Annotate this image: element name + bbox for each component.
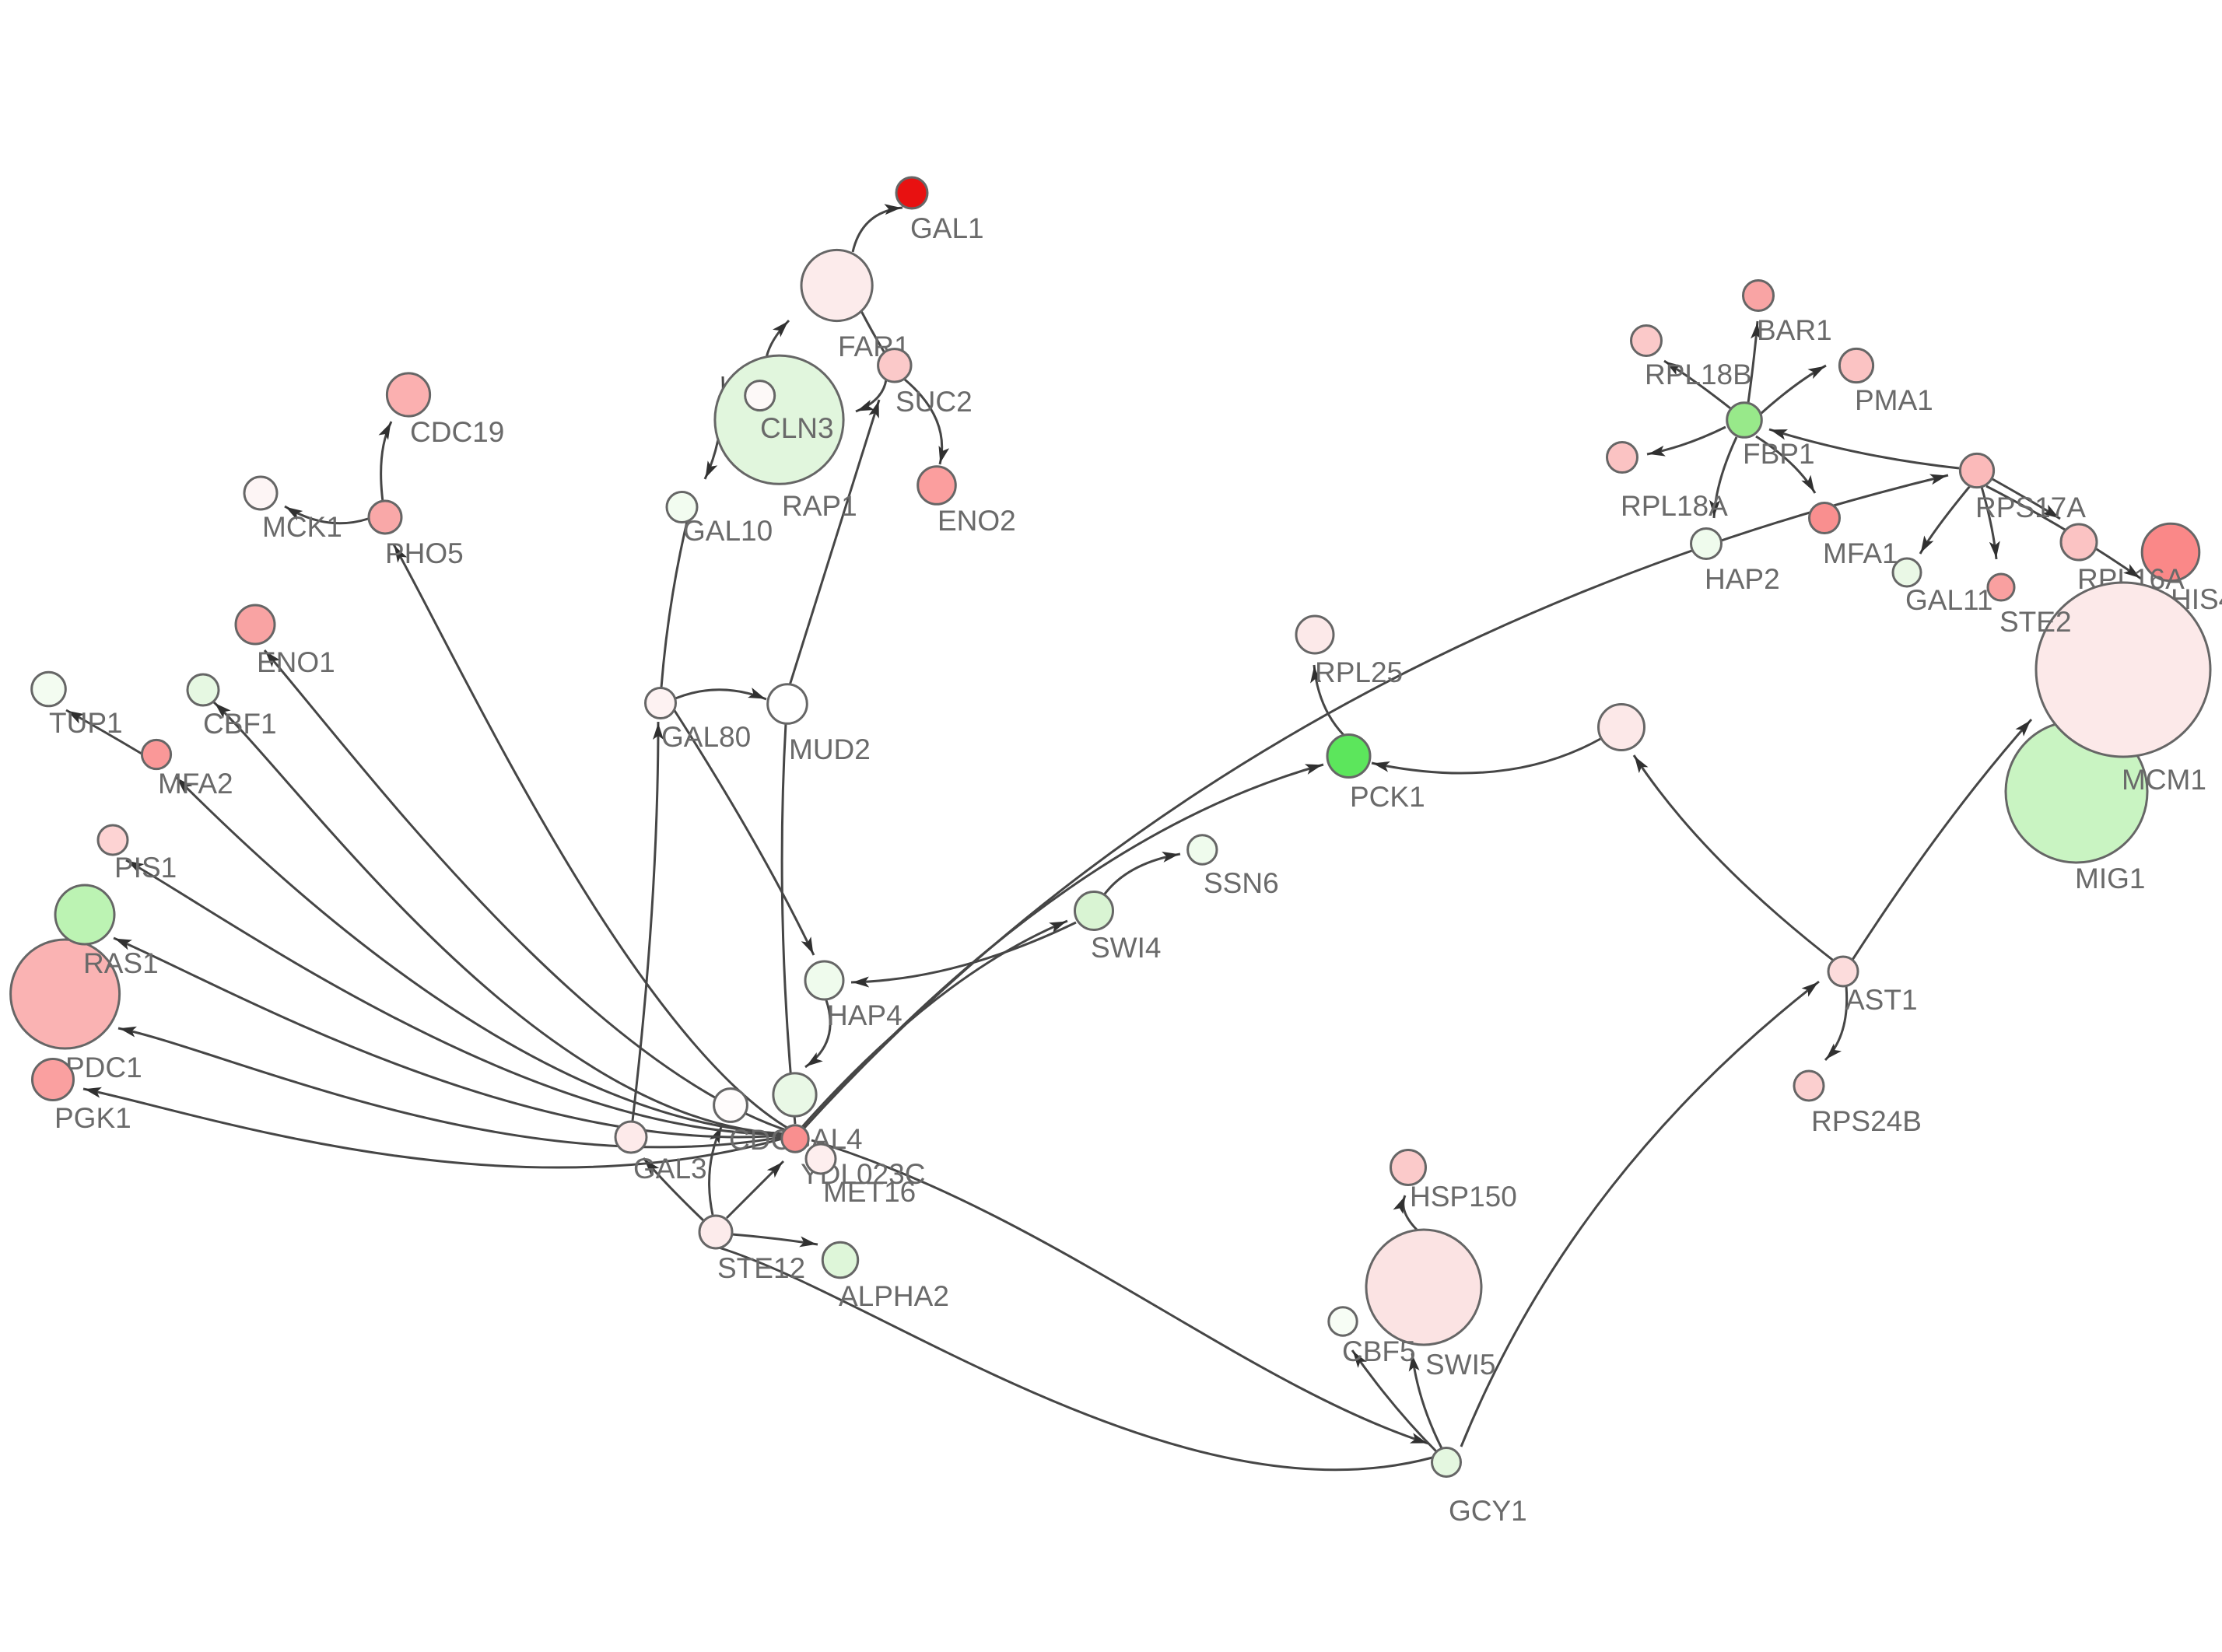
svg-text:GAL3: GAL3: [633, 1153, 707, 1185]
svg-text:MFA2: MFA2: [158, 768, 233, 800]
svg-text:RPS24B: RPS24B: [1811, 1105, 1922, 1137]
svg-text:ENO1: ENO1: [257, 646, 335, 678]
svg-text:RPS17A: RPS17A: [1975, 492, 2086, 523]
svg-text:RPL25: RPL25: [1315, 656, 1403, 688]
svg-text:RPL18A: RPL18A: [1621, 490, 1728, 522]
svg-text:MIG1: MIG1: [2075, 863, 2145, 894]
svg-text:CDC19: CDC19: [410, 416, 504, 448]
svg-text:GAL10: GAL10: [683, 515, 773, 547]
svg-text:HAP2: HAP2: [1705, 563, 1780, 595]
svg-text:TUP1: TUP1: [49, 707, 123, 739]
svg-text:MFA1: MFA1: [1823, 537, 1898, 569]
svg-text:FBP1: FBP1: [1743, 438, 1815, 470]
svg-text:SWI4: SWI4: [1091, 932, 1161, 964]
svg-text:RPL18B: RPL18B: [1645, 359, 1752, 390]
svg-text:GAL1: GAL1: [910, 212, 984, 244]
svg-text:GAL11: GAL11: [1905, 584, 1992, 616]
svg-text:SSN6: SSN6: [1204, 867, 1279, 899]
svg-text:AST1: AST1: [1845, 984, 1918, 1016]
svg-text:SWI5: SWI5: [1425, 1349, 1495, 1381]
svg-text:GAL80: GAL80: [661, 721, 751, 753]
svg-text:MCM1: MCM1: [2122, 764, 2206, 796]
svg-text:RAS1: RAS1: [83, 947, 159, 979]
svg-text:PMA1: PMA1: [1855, 384, 1933, 416]
svg-text:HSP150: HSP150: [1410, 1181, 1517, 1213]
svg-text:CLN3: CLN3: [760, 412, 834, 444]
svg-text:PHO5: PHO5: [385, 537, 464, 569]
svg-text:PCK1: PCK1: [1350, 781, 1425, 813]
svg-text:PDC1: PDC1: [65, 1052, 142, 1083]
svg-text:PGK1: PGK1: [54, 1102, 131, 1134]
svg-text:BAR1: BAR1: [1757, 314, 1832, 346]
svg-text:CBF5: CBF5: [1342, 1335, 1416, 1367]
svg-text:HAP4: HAP4: [827, 999, 902, 1031]
svg-text:PIS1: PIS1: [114, 852, 177, 884]
svg-text:ENO2: ENO2: [938, 505, 1016, 537]
svg-text:SUC2: SUC2: [895, 386, 973, 418]
svg-text:MUD2: MUD2: [789, 733, 871, 765]
svg-text:GCY1: GCY1: [1449, 1495, 1527, 1527]
svg-text:CBF1: CBF1: [203, 708, 277, 740]
svg-text:MCK1: MCK1: [262, 511, 342, 543]
svg-text:MET16: MET16: [823, 1176, 916, 1208]
svg-text:ALPHA2: ALPHA2: [839, 1280, 949, 1312]
svg-text:STE2: STE2: [1999, 606, 2072, 638]
svg-text:STE12: STE12: [717, 1252, 805, 1284]
svg-text:RAP1: RAP1: [782, 490, 857, 522]
